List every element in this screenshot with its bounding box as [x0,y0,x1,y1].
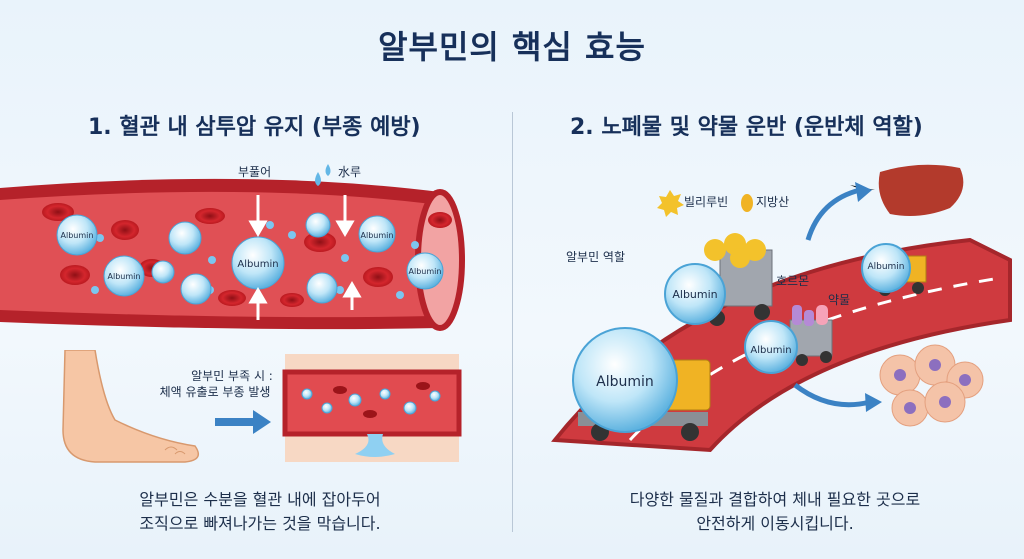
svg-text:Albumin: Albumin [61,231,94,240]
arrow-to-liver-icon [855,182,872,202]
label-swelling: 부풀어 [238,165,272,179]
deficiency-line2: 체액 유출로 부종 발생 [159,385,271,399]
truck-label-middle: Albumin [672,288,718,301]
albumin-truck-far [861,243,927,296]
svg-text:Albumin: Albumin [108,272,141,281]
label-albumin-role: 알부민 역할 [566,250,626,264]
arrow-right-icon [215,410,271,434]
albumin-cell-4: Albumin [406,252,444,290]
fluid-leak [355,434,395,457]
albumin-cell-2: Albumin [103,255,145,297]
road-lane [628,276,1001,442]
water-drop-icon [315,172,321,186]
albumin-truck-middle [664,233,773,326]
tissue-cells-icon [879,344,984,427]
svg-text:Albumin: Albumin [237,259,278,270]
water-drop-icon-small [325,164,331,176]
albumin-truck-small [744,305,833,374]
pressure-arrows [248,195,362,320]
svg-text:Albumin: Albumin [361,231,394,240]
edema-illustration [62,350,462,463]
swollen-foot [62,350,200,463]
svg-text:Albumin: Albumin [409,267,442,276]
section2-caption-line1: 다양한 물질과 결합하여 체내 필요한 곳으로 [629,490,921,509]
truck-label-far: Albumin [867,262,905,272]
inset-vessel [282,369,462,437]
section-divider [512,112,513,532]
section2-heading: 2. 노폐물 및 약물 운반 (운반체 역할) [570,115,923,140]
blood-vessel-illustration: Albumin Albumin Albumin Albumin Albumin [0,164,465,331]
label-fatty-acid: 지방산 [756,195,790,209]
albumin-cell-3: Albumin [358,215,396,253]
label-hormone: 호르몬 [776,274,810,288]
small-albumin-particles [151,212,338,305]
albumin-cell-1: Albumin [56,214,98,256]
water-drops [91,221,419,299]
section2-caption: 다양한 물질과 결합하여 체내 필요한 곳으로 안전하게 이동시킵니다. [560,488,990,536]
albumin-cell-center: Albumin [231,236,285,290]
section1-caption-line2: 조직으로 빠져나가는 것을 막습니다. [139,514,381,533]
label-water: 水루 [338,165,362,179]
arrow-to-cells-icon [865,393,882,412]
albumin-truck-large [572,327,711,441]
liver-icon [878,164,964,216]
section1-heading: 1. 혈관 내 삼투압 유지 (부종 예방) [88,115,421,140]
section2-caption-line2: 안전하게 이동시킵니다. [696,514,854,533]
transport-illustration [551,164,1012,453]
deficiency-line1: 알부민 부족 시 : [191,369,273,383]
page-title: 알부민의 핵심 효능 [378,28,646,66]
section1-caption: 알부민은 수분을 혈관 내에 잡아두어 조직으로 빠져나가는 것을 막습니다. [60,488,460,536]
label-drug: 약물 [828,293,851,307]
section1-caption-line1: 알부민은 수분을 혈관 내에 잡아두어 [139,490,381,509]
label-bilirubin: 빌리루빈 [684,195,729,209]
truck-label-large: Albumin [596,374,654,390]
fatty-acid-icon [741,194,753,212]
bilirubin-icon [657,190,684,217]
red-blood-cells [42,203,452,307]
truck-label-small: Albumin [750,345,792,356]
